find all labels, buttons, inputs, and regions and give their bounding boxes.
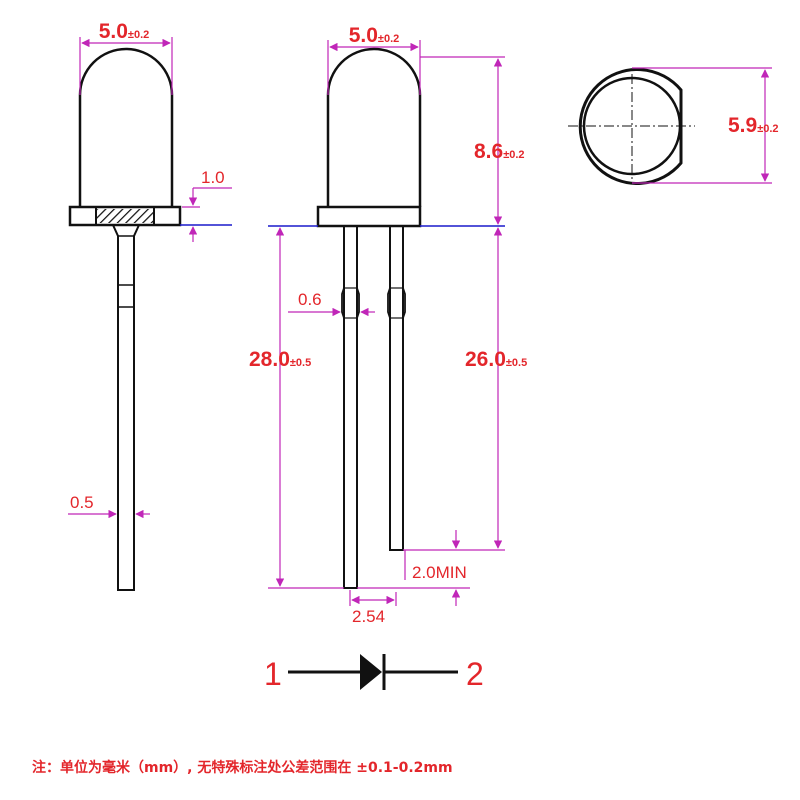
dim-short-lead-length: 26.0±0.5 — [403, 227, 527, 551]
dim-long-lead-length: 28.0±0.5 — [249, 227, 344, 589]
diode-symbol: 1 2 — [264, 654, 484, 692]
dim-lens-diameter-front: 5.0±0.2 — [327, 24, 421, 95]
dim-flange-diameter: 5.9±0.2 — [632, 67, 779, 184]
dim-lead-width-label: 0.5 — [70, 493, 94, 512]
diode-anode-triangle — [360, 654, 382, 690]
front-view-short-lead — [389, 226, 404, 551]
side-view — [68, 47, 232, 591]
dim-lens-diameter-side-label: 5.0±0.2 — [99, 20, 150, 43]
dim-lead-pitch: 2.54 — [349, 590, 397, 626]
side-view-lens — [78, 47, 174, 207]
dim-lead-square: 0.6 — [288, 290, 375, 317]
side-view-lead-taper — [112, 224, 140, 591]
dim-lead-difference-label: 2.0MIN — [412, 563, 467, 582]
dim-short-lead-length-label: 26.0±0.5 — [465, 348, 527, 371]
top-view — [568, 68, 695, 185]
pin2-label: 2 — [466, 656, 484, 692]
dim-lens-diameter-front-label: 5.0±0.2 — [349, 24, 400, 47]
dim-body-height-label: 8.6±0.2 — [474, 140, 525, 163]
side-view-flange-hatch — [96, 209, 154, 223]
front-view — [268, 47, 505, 589]
dim-lens-diameter-side: 5.0±0.2 — [79, 20, 173, 95]
footnote: 注：单位为毫米（mm）, 无特殊标注处公差范围在 ±0.1-0.2mm — [32, 759, 453, 776]
dim-flange-diameter-label: 5.9±0.2 — [728, 114, 779, 137]
dim-flange-thickness-label: 1.0 — [201, 168, 225, 187]
front-view-lens — [326, 47, 422, 207]
top-view-flange-outline — [578, 68, 683, 185]
front-view-flange — [316, 205, 422, 228]
pin1-label: 1 — [264, 656, 282, 692]
dim-lead-pitch-label: 2.54 — [352, 607, 385, 626]
dim-lead-width: 0.5 — [68, 493, 150, 519]
dim-long-lead-length-label: 28.0±0.5 — [249, 348, 311, 371]
dim-lead-difference: 2.0MIN — [357, 530, 470, 606]
front-view-long-lead — [343, 226, 358, 589]
dim-lead-square-label: 0.6 — [298, 290, 322, 309]
dim-flange-thickness: 1.0 — [182, 168, 232, 242]
dim-body-height: 8.6±0.2 — [420, 56, 525, 225]
